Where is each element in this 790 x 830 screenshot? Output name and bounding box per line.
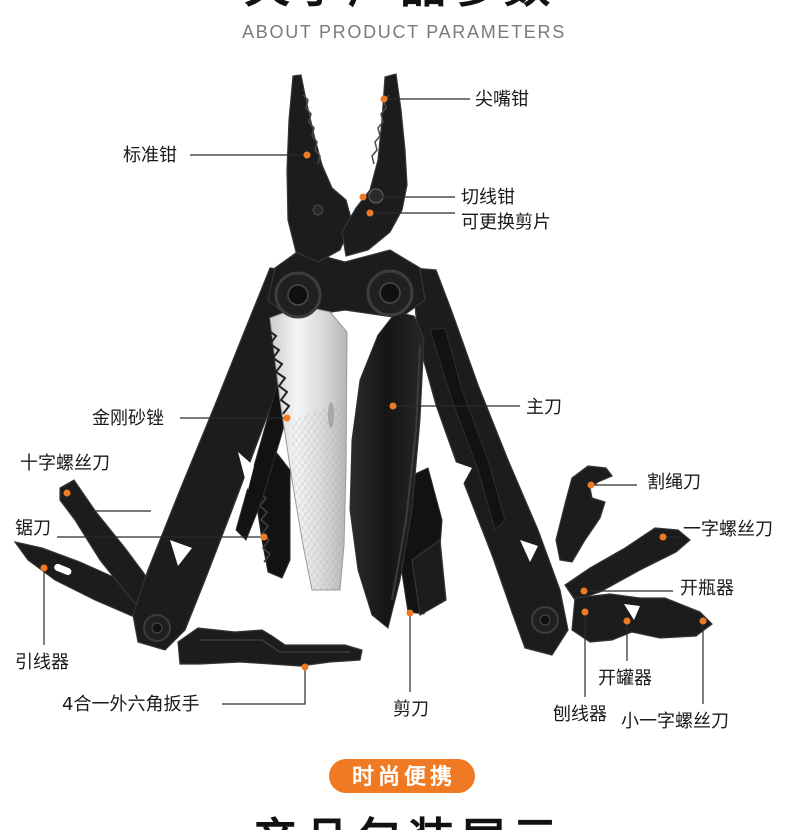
label-needle-nose-pliers: 尖嘴钳: [475, 89, 529, 110]
diamond-file-emblem: [328, 402, 334, 428]
callout-dot: [283, 414, 291, 422]
label-rope-cutter: 割绳刀: [647, 472, 701, 493]
callout-dot: [659, 533, 667, 541]
scissors-blade-2: [411, 538, 447, 616]
pliers-right-teeth: [371, 94, 390, 165]
callout-dot: [581, 608, 589, 616]
can-opener-notch: [624, 604, 640, 620]
left-bottom-pivot-screw: [143, 614, 171, 642]
label-phillips-screwdriver: 十字螺丝刀: [20, 453, 110, 474]
part-labels: 尖嘴钳 标准钳 切线钳 可更换剪片 金刚砂锉 主刀 十字螺丝刀 锯刀 引线器 4…: [15, 89, 773, 732]
label-can-opener: 开罐器: [598, 668, 652, 689]
rope-cutter: [555, 465, 613, 563]
callout-dot: [380, 95, 388, 103]
flat-screwdriver: [564, 527, 691, 601]
badge-label: 时尚便携: [352, 764, 456, 790]
label-hex-wrench: 4合一外六角扳手: [62, 694, 199, 715]
hex-wrench-edge: [200, 639, 350, 653]
pliers-left-teeth: [302, 94, 321, 165]
right-handle-cutout: [520, 540, 538, 562]
callout-dot: [40, 564, 48, 572]
label-wire-guide: 引线器: [15, 652, 69, 673]
label-main-knife: 主刀: [526, 397, 562, 418]
leader-lines: [43, 98, 704, 705]
callout-dot: [406, 609, 414, 617]
label-flat-screwdriver: 一字螺丝刀: [683, 519, 773, 540]
leader-line: [222, 667, 306, 705]
label-diamond-file: 金刚砂锉: [92, 408, 164, 429]
bottle-can-opener: [571, 593, 713, 643]
right-handle-inner-plate: [429, 327, 506, 531]
callout-dot: [389, 402, 397, 410]
callout-dot: [63, 489, 71, 497]
label-standard-pliers: 标准钳: [123, 145, 177, 166]
label-replaceable-cutter: 可更换剪片: [461, 212, 551, 233]
portable-badge: 时尚便携: [329, 759, 475, 793]
left-handle-cutout: [170, 540, 192, 566]
cutter-screw: [368, 188, 384, 204]
main-knife-bevel: [391, 344, 421, 601]
badge-pill: [329, 759, 475, 793]
callout-dot: [580, 587, 588, 595]
multitool-illustration: [13, 73, 713, 667]
callout-dot: [366, 209, 374, 217]
label-bottle-opener: 开瓶器: [680, 578, 734, 599]
label-wire-stripper: 刨线器: [553, 704, 607, 725]
callout-dot: [301, 663, 309, 671]
left-pivot-screw: [274, 271, 322, 319]
main-knife-blade: [349, 311, 425, 629]
diamond-file-texture: [292, 400, 346, 590]
callout-dot: [303, 151, 311, 159]
pliers-right-jaw: [341, 73, 408, 257]
hex-wrench: [177, 627, 363, 667]
callout-dot: [699, 617, 707, 625]
callout-dot: [587, 481, 595, 489]
section-title: 关于产品参数: [244, 0, 556, 13]
right-pivot-screw: [366, 269, 414, 317]
callout-dot: [359, 193, 367, 201]
label-small-flat-screwdriver: 小一字螺丝刀: [621, 711, 729, 732]
diamond-file-serration: [267, 329, 291, 415]
section-subtitle: ABOUT PRODUCT PARAMETERS: [242, 22, 566, 42]
label-scissors: 剪刀: [393, 699, 429, 720]
label-wire-cutter: 切线钳: [461, 187, 515, 208]
callout-dot: [260, 533, 268, 541]
callout-dots: [40, 95, 707, 671]
right-bottom-pivot-screw: [531, 606, 559, 634]
right-handle-cutout: [455, 462, 472, 486]
left-handle-cutout: [238, 452, 254, 490]
jaw-pin: [312, 204, 324, 216]
wire-guide-slot: [54, 563, 72, 576]
callout-dot: [623, 617, 631, 625]
label-saw: 锯刀: [15, 518, 51, 539]
next-section-title: 产品包装展示: [252, 813, 564, 830]
